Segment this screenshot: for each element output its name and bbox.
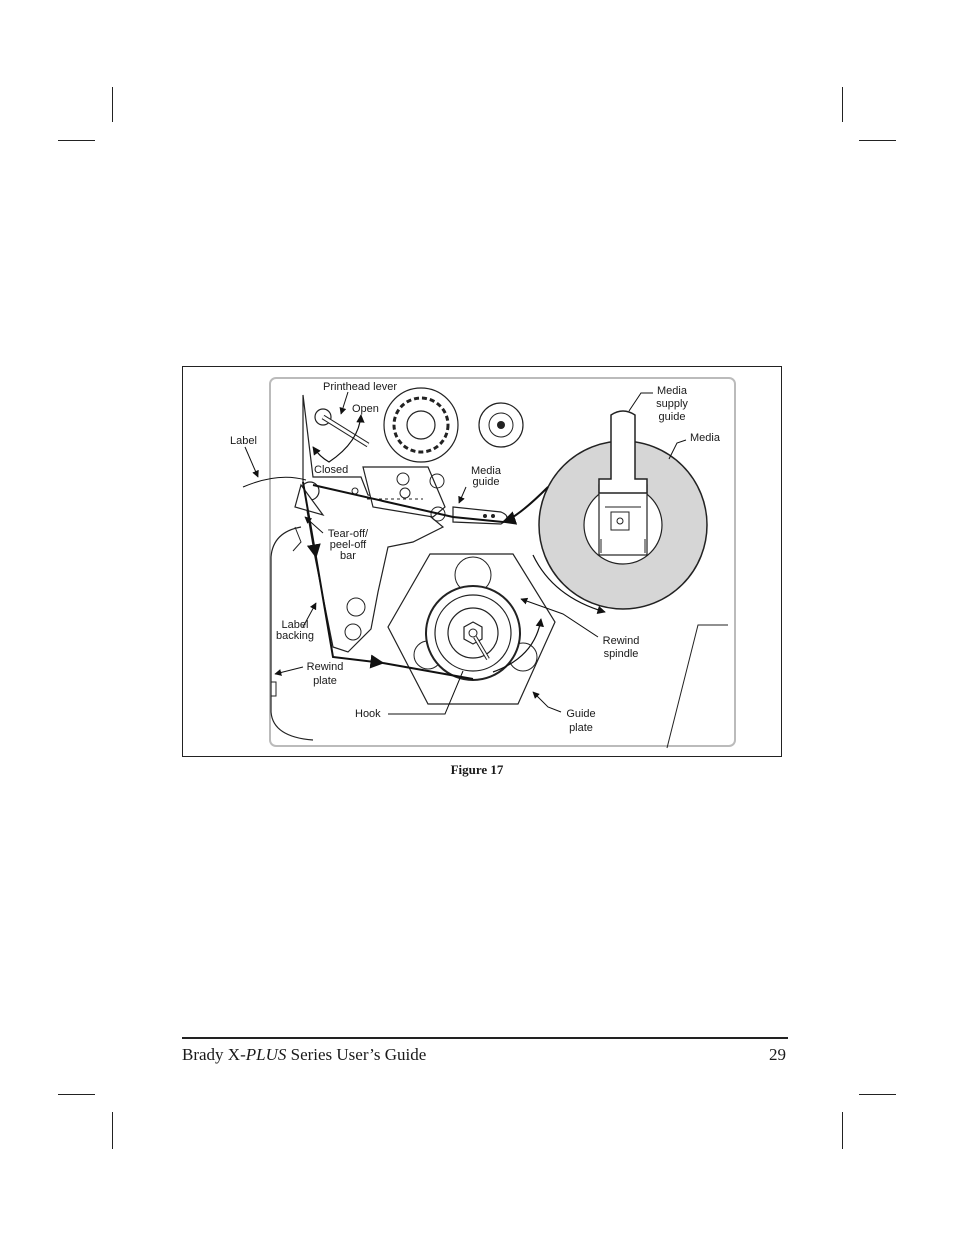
platen-knob	[383, 387, 459, 463]
printer-media-path-diagram: Printhead lever Open Closed Label Mediag…	[230, 377, 736, 749]
media-path-from-roll	[501, 486, 549, 525]
media-supply-guide	[598, 410, 648, 494]
label-media: Media	[690, 432, 721, 444]
guide-plate	[387, 553, 556, 705]
crop-mark-bottom-left-vertical	[112, 1112, 113, 1149]
backing-path-to-spindle	[382, 662, 474, 680]
page-number: 29	[769, 1045, 786, 1064]
rewind-plate	[270, 526, 314, 741]
media-roll	[538, 410, 708, 610]
printer-body-outline	[269, 377, 736, 747]
rewind-rotation-arrow	[492, 618, 544, 673]
media-rotation-arrow	[532, 554, 606, 614]
label-open: Open	[352, 403, 379, 415]
label-printhead-lever: Printhead lever	[323, 381, 397, 393]
backing-path-to-plate	[315, 556, 385, 669]
footer-rule	[182, 1037, 788, 1039]
printhead-block	[362, 466, 446, 518]
footer-title-italic: PLUS	[245, 1045, 287, 1064]
idler-roller	[478, 402, 524, 448]
figure-caption: Figure 17	[450, 762, 504, 777]
printhead-frame	[302, 394, 445, 653]
crop-mark-bottom-left-horizontal	[58, 1094, 95, 1095]
crop-mark-top-right-horizontal	[859, 140, 896, 141]
crop-mark-top-left-horizontal	[58, 140, 95, 141]
label-label: Label	[230, 435, 257, 447]
media-path-to-head	[312, 484, 504, 523]
footer-title-suffix: Series User’s Guide	[286, 1045, 427, 1064]
rewind-spindle	[425, 585, 521, 681]
crop-mark-bottom-right-vertical	[842, 1112, 843, 1149]
crop-mark-top-right-vertical	[842, 87, 843, 122]
label-closed: Closed	[314, 464, 348, 476]
label-path	[242, 476, 307, 488]
label-hook: Hook	[355, 708, 381, 720]
crop-mark-top-left-vertical	[112, 87, 113, 122]
cover-edge-line	[666, 624, 728, 749]
crop-mark-bottom-right-horizontal	[859, 1094, 896, 1095]
footer-title-prefix: Brady X-	[182, 1045, 246, 1064]
footer-title: Brady X-PLUS Series User’s Guide	[182, 1045, 426, 1065]
